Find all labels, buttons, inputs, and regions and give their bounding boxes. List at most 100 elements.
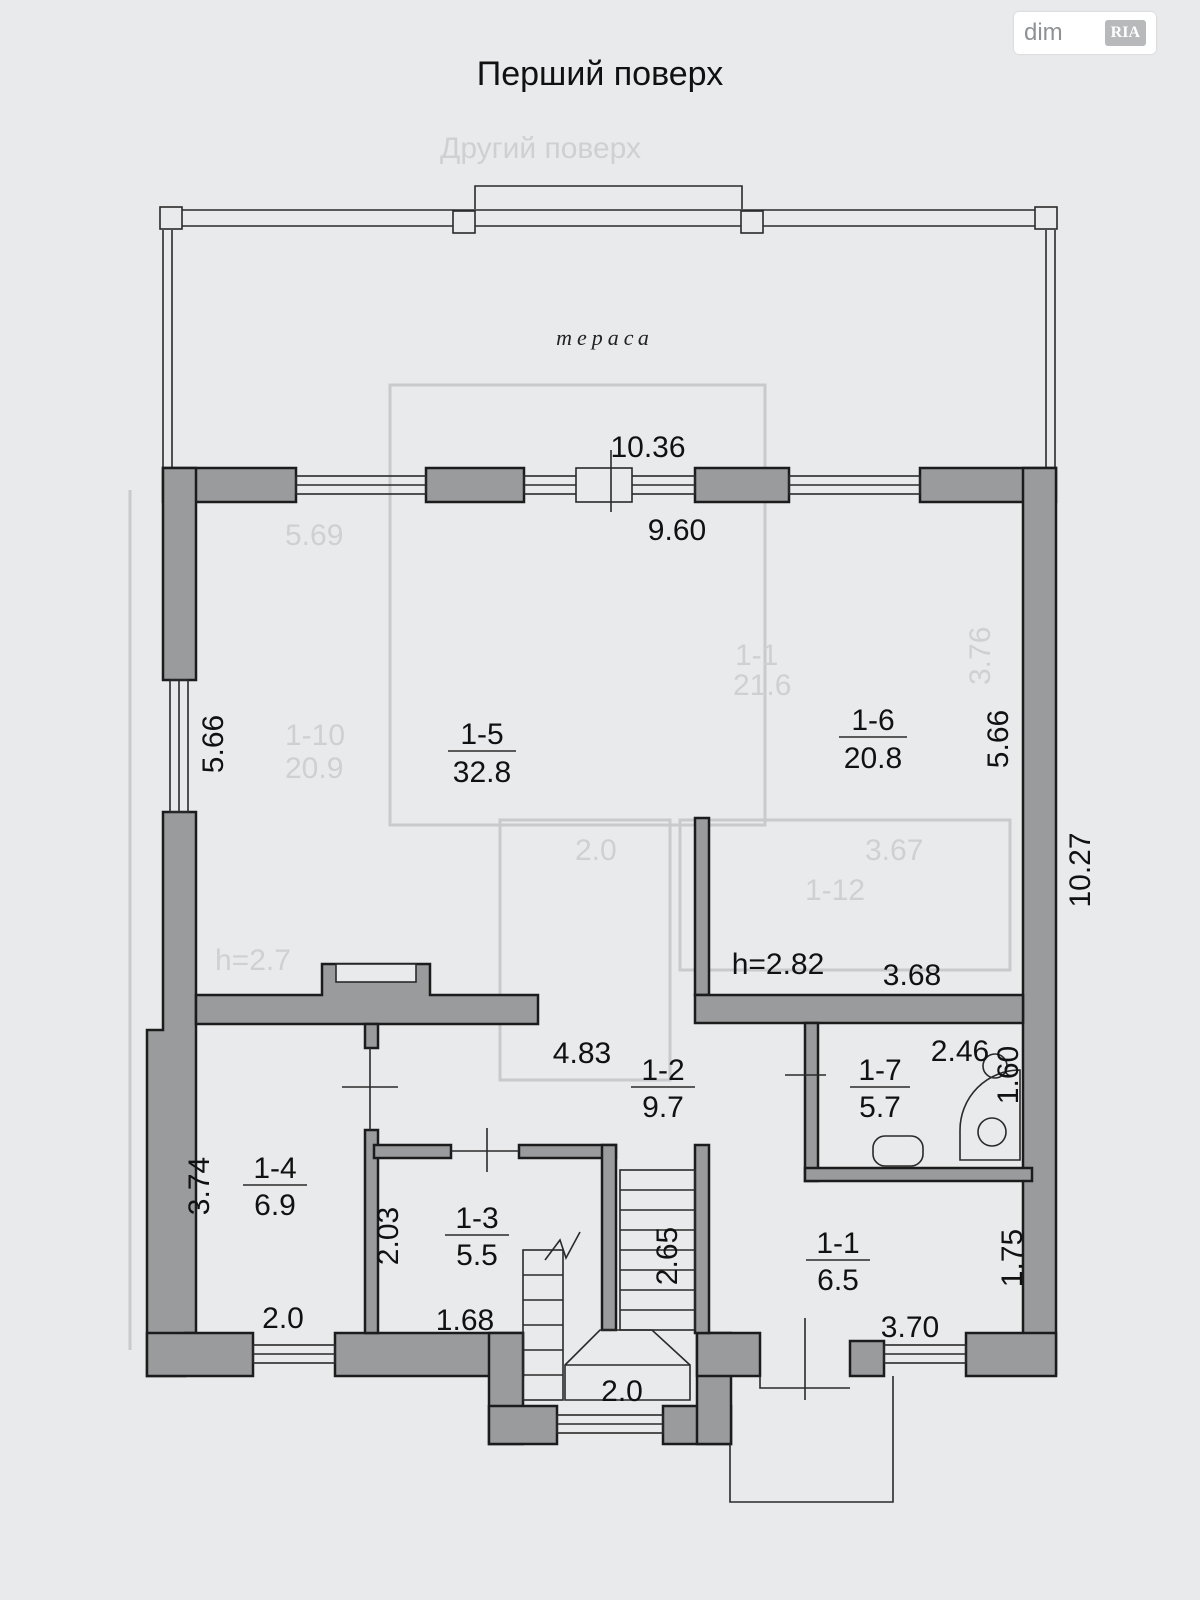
stair-break-icon: [544, 1231, 581, 1261]
plan-title: Перший поверх: [477, 55, 723, 93]
dim-room16-width: 3.68: [883, 959, 941, 992]
wall-segment: [964, 1331, 1058, 1378]
sink-icon: [982, 1053, 1008, 1079]
room-1-7: 1-7 5.7: [850, 1054, 910, 1124]
outer-walls: [145, 466, 1058, 1446]
ghost-title: Другий поверх: [440, 132, 641, 165]
wall-segment: [693, 466, 791, 504]
ghost-room-outline-3: [678, 818, 1012, 972]
dim-room11-width: 3.70: [881, 1311, 939, 1344]
toilet-icon: [872, 1135, 924, 1167]
dim-inner-width: 9.60: [648, 514, 706, 547]
ceiling-height: h=2.82: [732, 948, 825, 981]
interior-wall: [372, 1143, 453, 1160]
staircase: [522, 1169, 696, 1401]
room-1-2: 1-2 9.7: [631, 1054, 695, 1124]
room-id: 1-2: [641, 1054, 684, 1087]
watermark-brand: dim: [1024, 19, 1063, 46]
terrace: тераса: [159, 185, 1058, 468]
ghost-dim-4: 3.76: [964, 627, 997, 685]
wall-segment: [848, 1339, 886, 1378]
dim-room13-width: 1.68: [436, 1304, 494, 1337]
ghost-room-id-2: 1-10: [285, 719, 345, 752]
terrace-label: тераса: [556, 325, 654, 350]
terrace-post: [159, 206, 183, 230]
dim-left-height: 5.66: [197, 715, 230, 773]
dimension-labels: 10.36 9.60 5.66 5.66 10.27 h=2.82 3.68 4…: [183, 431, 1097, 1408]
terrace-post: [1034, 206, 1058, 230]
watermark-badge: dim RIA: [1014, 12, 1156, 54]
dim-stair-height: 2.65: [651, 1227, 684, 1285]
dim-room13-height: 2.03: [372, 1207, 405, 1265]
interior-wall: [194, 962, 540, 1026]
wall-segment: [145, 1331, 255, 1378]
wall-segment: [487, 1404, 559, 1446]
interior-wall: [803, 1166, 1034, 1183]
room-area: 5.5: [456, 1239, 498, 1272]
ghost-dim-2: 2.0: [575, 834, 617, 867]
ghost-room-outline: [388, 383, 767, 827]
terrace-step: [474, 185, 743, 209]
room-1-4: 1-4 6.9: [243, 1152, 307, 1222]
room-area: 5.7: [859, 1091, 901, 1124]
ghost-room-id-3: 1-12: [805, 874, 865, 907]
dim-room14-width: 2.0: [262, 1302, 304, 1335]
interior-wall: [600, 1143, 618, 1332]
room-area: 6.9: [254, 1189, 296, 1222]
interior-wall: [363, 1128, 380, 1335]
dim-outer-width: 10.36: [610, 431, 685, 464]
room-id: 1-1: [816, 1227, 859, 1260]
ghost-dim-3: 3.67: [865, 834, 923, 867]
dim-room11-height: 1.75: [996, 1229, 1029, 1287]
ghost-room-area-2: 20.9: [285, 752, 343, 785]
interior-wall: [363, 1022, 380, 1050]
dim-hall-width: 4.83: [553, 1037, 611, 1070]
ghost-ceiling: h=2.7: [215, 944, 291, 977]
room-area: 20.8: [844, 742, 902, 775]
ria-logo-icon: RIA: [1104, 20, 1146, 46]
dim-room17-width: 2.46: [931, 1035, 989, 1068]
dim-total-height: 10.27: [1064, 832, 1097, 907]
dim-stair-width: 2.0: [601, 1375, 643, 1408]
dim-room14-height: 3.74: [183, 1157, 216, 1215]
side-door-frame: [759, 1376, 850, 1389]
room-labels: 1-5 32.8 1-6 20.8 1-2 9.7 1-7 5.7 1-4 6.…: [243, 704, 910, 1297]
interior-wall: [693, 1143, 711, 1335]
interior-walls: [194, 816, 1034, 1335]
room-area: 6.5: [817, 1264, 859, 1297]
windows: [169, 450, 967, 1503]
room-area: 32.8: [453, 756, 511, 789]
interior-wall: [803, 1021, 820, 1183]
porch-outline: [729, 1376, 894, 1503]
room-1-1: 1-1 6.5: [806, 1227, 870, 1297]
ghost-room-area-1: 21.6: [733, 669, 791, 702]
dim-right-height: 5.66: [982, 710, 1015, 768]
room-id: 1-6: [851, 704, 894, 737]
fireplace: [335, 963, 417, 983]
room-id: 1-5: [460, 718, 503, 751]
room-id: 1-4: [253, 1152, 296, 1185]
terrace-post: [452, 210, 476, 234]
wall-segment: [424, 466, 526, 504]
room-id: 1-7: [858, 1054, 901, 1087]
dim-room17-height: 1.60: [992, 1046, 1025, 1104]
terrace-post: [740, 210, 764, 234]
interior-wall: [693, 993, 1025, 1025]
wall-segment: [161, 466, 198, 682]
wall-segment: [145, 810, 198, 1378]
room-id: 1-3: [455, 1202, 498, 1235]
interior-wall: [693, 816, 711, 997]
wall-segment: [1021, 466, 1058, 1376]
ghost-room-id-1: 1-1: [735, 639, 778, 672]
room-area: 9.7: [642, 1091, 684, 1124]
room-1-6: 1-6 20.8: [839, 704, 907, 775]
shower-drain-icon: [977, 1117, 1007, 1147]
ghost-dim-1: 5.69: [285, 519, 343, 552]
room-1-3: 1-3 5.5: [445, 1202, 509, 1272]
bathroom-fixtures: [872, 1053, 1021, 1167]
wall-segment: [695, 1331, 762, 1378]
room-1-5: 1-5 32.8: [448, 718, 516, 789]
terrace-door: [575, 467, 633, 503]
ghost-second-floor: 5.69 1-1 21.6 1-10 20.9 2.0 3.67 1-12 3.…: [128, 132, 1012, 1350]
